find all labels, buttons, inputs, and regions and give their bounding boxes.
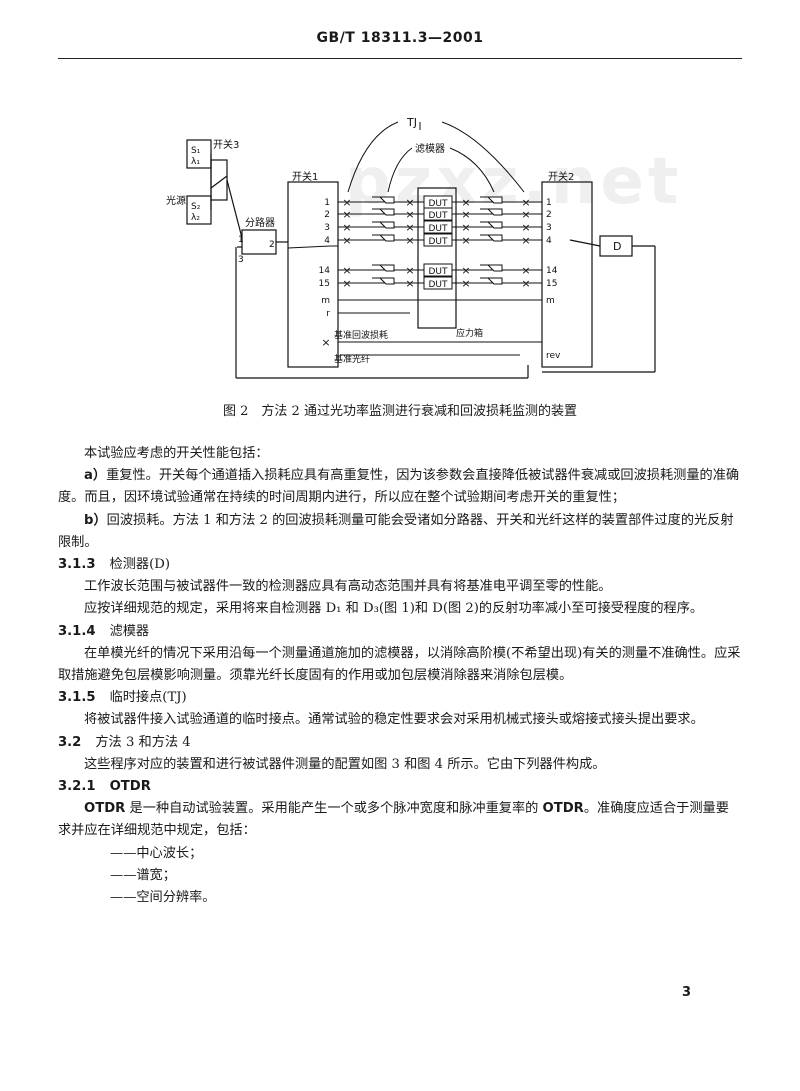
svg-text:×: × bbox=[521, 277, 530, 290]
paragraph: 工作波长范围与被试器件一致的检测器应具有高动态范围并具有将基准电平调至零的性能。 bbox=[84, 579, 612, 595]
paragraph: 在单模光纤的情况下采用沿每一个测量通道施加的滤模器，以消除高阶模(不希望出现)有… bbox=[58, 645, 741, 684]
paragraph: 这些程序对应的装置和进行被试器件测量的配置如图 3 和图 4 所示。它由下列器件… bbox=[84, 756, 606, 772]
svg-text:3: 3 bbox=[238, 255, 244, 265]
apparatus-diagram: DUT DUT DUT DUT DUT DUT × × × × × × × × … bbox=[166, 116, 656, 379]
svg-text:1: 1 bbox=[324, 198, 330, 208]
label-stress: 应力箱 bbox=[456, 327, 483, 339]
svg-text:×: × bbox=[521, 221, 530, 234]
svg-text:×: × bbox=[342, 196, 351, 209]
header-rule bbox=[58, 58, 742, 59]
svg-text:m: m bbox=[546, 296, 555, 306]
svg-text:×: × bbox=[461, 196, 470, 209]
svg-text:×: × bbox=[405, 221, 414, 234]
svg-text:1: 1 bbox=[238, 235, 244, 245]
svg-text:×: × bbox=[461, 277, 470, 290]
switch1-box bbox=[287, 181, 339, 368]
svg-text:DUT: DUT bbox=[428, 280, 448, 290]
label-ref-return: 基准回波损耗 bbox=[334, 329, 388, 341]
svg-text:×: × bbox=[461, 234, 470, 247]
page-number: 3 bbox=[682, 985, 692, 1000]
svg-text:×: × bbox=[342, 221, 351, 234]
figure-caption: 图 2 方法 2 通过光功率监测进行衰减和回波损耗监测的装置 bbox=[223, 404, 577, 419]
list-item: ——谱宽； bbox=[110, 867, 176, 883]
svg-text:×: × bbox=[405, 234, 414, 247]
paragraph: 本试验应考虑的开关性能包括： bbox=[84, 446, 269, 461]
svg-text:×: × bbox=[405, 196, 414, 209]
svg-text:×: × bbox=[461, 264, 470, 277]
list-item-b: b）回波损耗。方法 1 和方法 2 的回波损耗测量可能会受诸如分路器、开关和光纤… bbox=[58, 512, 734, 550]
label-source: 光源 bbox=[166, 194, 186, 207]
tj-crosses: × × × × × × × × × × × × × × × × × × × × … bbox=[321, 196, 530, 349]
svg-text:×: × bbox=[461, 221, 470, 234]
pointer-lines bbox=[287, 121, 525, 249]
svg-text:14: 14 bbox=[546, 266, 558, 276]
mode-filters bbox=[372, 196, 503, 285]
svg-text:×: × bbox=[521, 264, 530, 277]
svg-text:1: 1 bbox=[546, 198, 552, 208]
svg-text:×: × bbox=[521, 196, 530, 209]
paragraph: OTDR 是一种自动试验装置。采用能产生一个或多个脉冲宽度和脉冲重复率的 OTD… bbox=[58, 801, 729, 839]
label-tj: TJ bbox=[406, 116, 417, 129]
label-ref-fiber: 基准光纤 bbox=[334, 353, 370, 365]
svg-text:×: × bbox=[521, 208, 530, 221]
list-item-a: a）重复性。开关每个通道插入损耗应具有高重复性，因为该参数会直接降低被试器件衰减… bbox=[58, 468, 740, 506]
svg-text:λ₂: λ₂ bbox=[191, 213, 200, 223]
svg-text:14: 14 bbox=[319, 266, 331, 276]
label-splitter: 分路器 bbox=[245, 216, 275, 229]
paragraph: 将被试器件接入试验通道的临时接点。通常试验的稳定性要求会对采用机械式接头或熔接式… bbox=[84, 712, 704, 728]
label-switch2: 开关2 bbox=[548, 170, 574, 183]
svg-text:2: 2 bbox=[546, 210, 552, 220]
list-item: ——空间分辨率。 bbox=[110, 890, 216, 906]
svg-text:m: m bbox=[321, 296, 330, 306]
svg-text:×: × bbox=[405, 208, 414, 221]
list-item: ——中心波长； bbox=[110, 845, 203, 861]
label-switch3: 开关3 bbox=[213, 138, 239, 151]
svg-text:3: 3 bbox=[546, 223, 552, 233]
svg-text:DUT: DUT bbox=[428, 267, 448, 277]
svg-text:λ₁: λ₁ bbox=[191, 157, 200, 167]
svg-text:15: 15 bbox=[319, 279, 330, 289]
svg-text:DUT: DUT bbox=[428, 211, 448, 221]
svg-text:2: 2 bbox=[324, 210, 330, 220]
svg-text:rev: rev bbox=[546, 351, 561, 361]
label-switch1: 开关1 bbox=[292, 170, 318, 183]
svg-text:×: × bbox=[321, 336, 330, 349]
label-detector: D bbox=[613, 240, 621, 253]
svg-text:r: r bbox=[326, 309, 330, 319]
svg-text:3: 3 bbox=[324, 223, 330, 233]
svg-text:×: × bbox=[342, 208, 351, 221]
svg-text:15: 15 bbox=[546, 279, 557, 289]
svg-text:4: 4 bbox=[546, 236, 552, 246]
svg-text:S₂: S₂ bbox=[191, 202, 201, 212]
standard-header: GB/T 18311.3—2001 bbox=[316, 30, 484, 46]
svg-text:×: × bbox=[521, 234, 530, 247]
switch3-box bbox=[210, 159, 228, 201]
svg-text:4: 4 bbox=[324, 236, 330, 246]
paragraph: 应按详细规范的规定，采用将来自检测器 D₁ 和 D₃(图 1)和 D(图 2)的… bbox=[84, 601, 704, 617]
svg-text:×: × bbox=[405, 264, 414, 277]
switch2-box bbox=[541, 181, 593, 368]
label-filter: 滤模器 bbox=[415, 142, 445, 155]
svg-text:DUT: DUT bbox=[428, 237, 448, 247]
watermark: pzxz.net bbox=[345, 145, 683, 219]
svg-text:2: 2 bbox=[269, 240, 275, 250]
body-text: 本试验应考虑的开关性能包括： a）重复性。开关每个通道插入损耗应具有高重复性，因… bbox=[58, 443, 742, 909]
svg-text:×: × bbox=[405, 277, 414, 290]
svg-text:×: × bbox=[342, 277, 351, 290]
svg-text:DUT: DUT bbox=[428, 199, 448, 209]
svg-text:S₁: S₁ bbox=[191, 146, 201, 156]
dut-boxes: DUT DUT DUT DUT DUT DUT bbox=[423, 195, 453, 290]
svg-text:×: × bbox=[342, 264, 351, 277]
svg-text:×: × bbox=[342, 234, 351, 247]
svg-text:×: × bbox=[461, 208, 470, 221]
svg-text:DUT: DUT bbox=[428, 224, 448, 234]
stress-box bbox=[417, 187, 457, 329]
